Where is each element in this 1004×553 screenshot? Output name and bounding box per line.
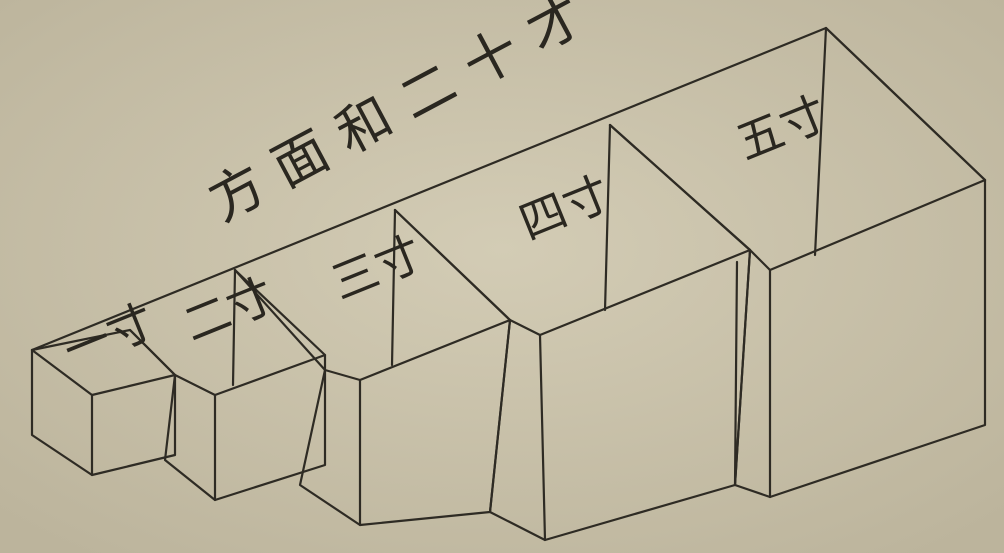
block-2 [128, 268, 327, 502]
block-1 [30, 328, 177, 477]
